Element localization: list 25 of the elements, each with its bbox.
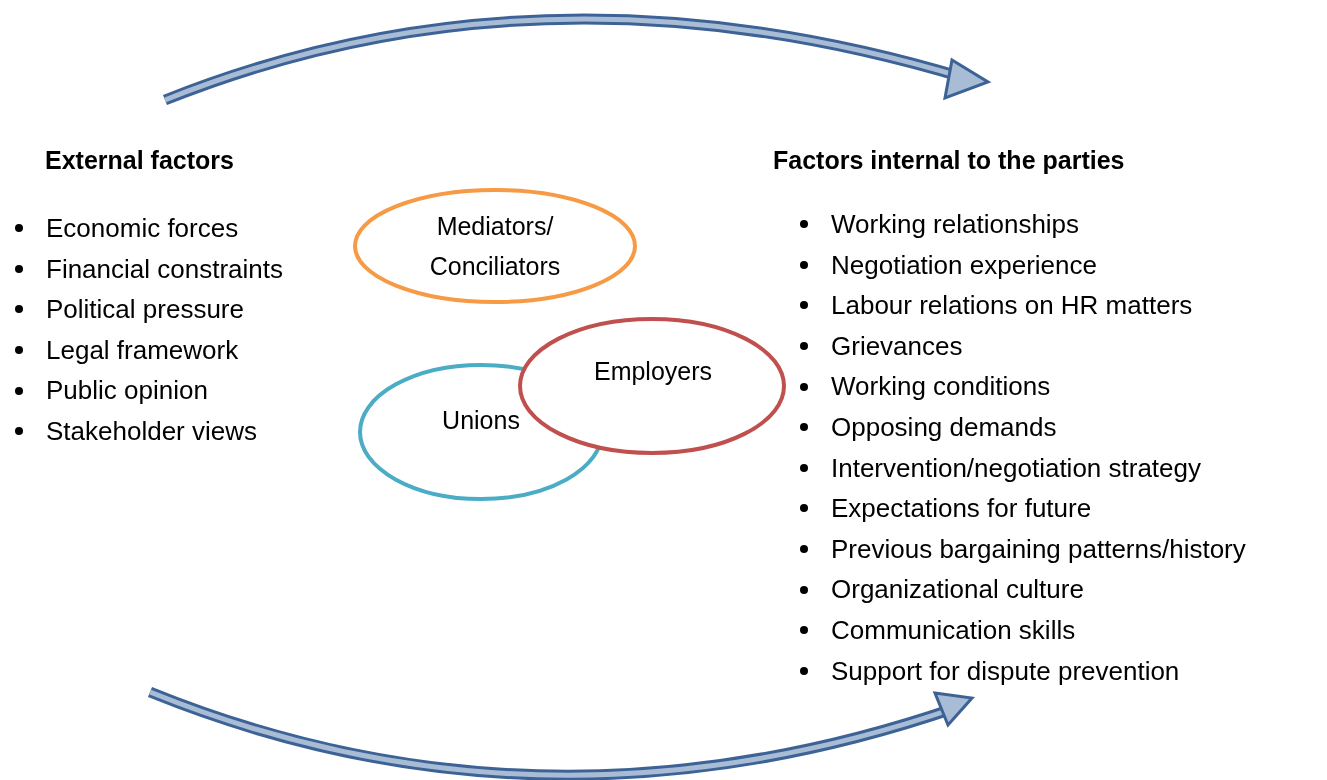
heading: Factors internal to the parties xyxy=(773,145,1125,176)
heading: External factors xyxy=(45,145,234,176)
list-item: Working relationships xyxy=(831,208,1080,241)
list-item: Expectations for future xyxy=(831,492,1092,526)
list-item: Political pressure xyxy=(46,293,244,327)
list-item: Opposing demands xyxy=(831,410,1057,444)
ellipse xyxy=(518,317,786,455)
list-item: Legal framework xyxy=(46,333,239,367)
ellipse-label: Employers xyxy=(592,356,714,387)
list-item: Negotiation experience xyxy=(831,248,1097,282)
list-item: Public opinion xyxy=(46,374,208,408)
ellipse xyxy=(353,188,637,304)
list-item: Intervention/negotiation strategy xyxy=(831,451,1202,485)
list-item: Working conditions xyxy=(831,370,1051,404)
list-item: Financial constraints xyxy=(46,252,283,286)
list-item: Support for dispute prevention xyxy=(831,654,1180,688)
list-item: Organizational culture xyxy=(831,573,1084,607)
list-item: Grievances xyxy=(831,329,963,363)
list-item: Economic forces xyxy=(46,212,239,245)
ellipse-label: Unions xyxy=(441,405,521,436)
list-item: Labour relations on HR matters xyxy=(831,289,1193,323)
list-item: Stakeholder views xyxy=(46,414,257,448)
ellipse-label: Mediators/ Conciliators xyxy=(428,211,562,282)
list-item: Communication skills xyxy=(831,613,1076,647)
list-item: Previous bargaining patterns/history xyxy=(831,532,1246,566)
